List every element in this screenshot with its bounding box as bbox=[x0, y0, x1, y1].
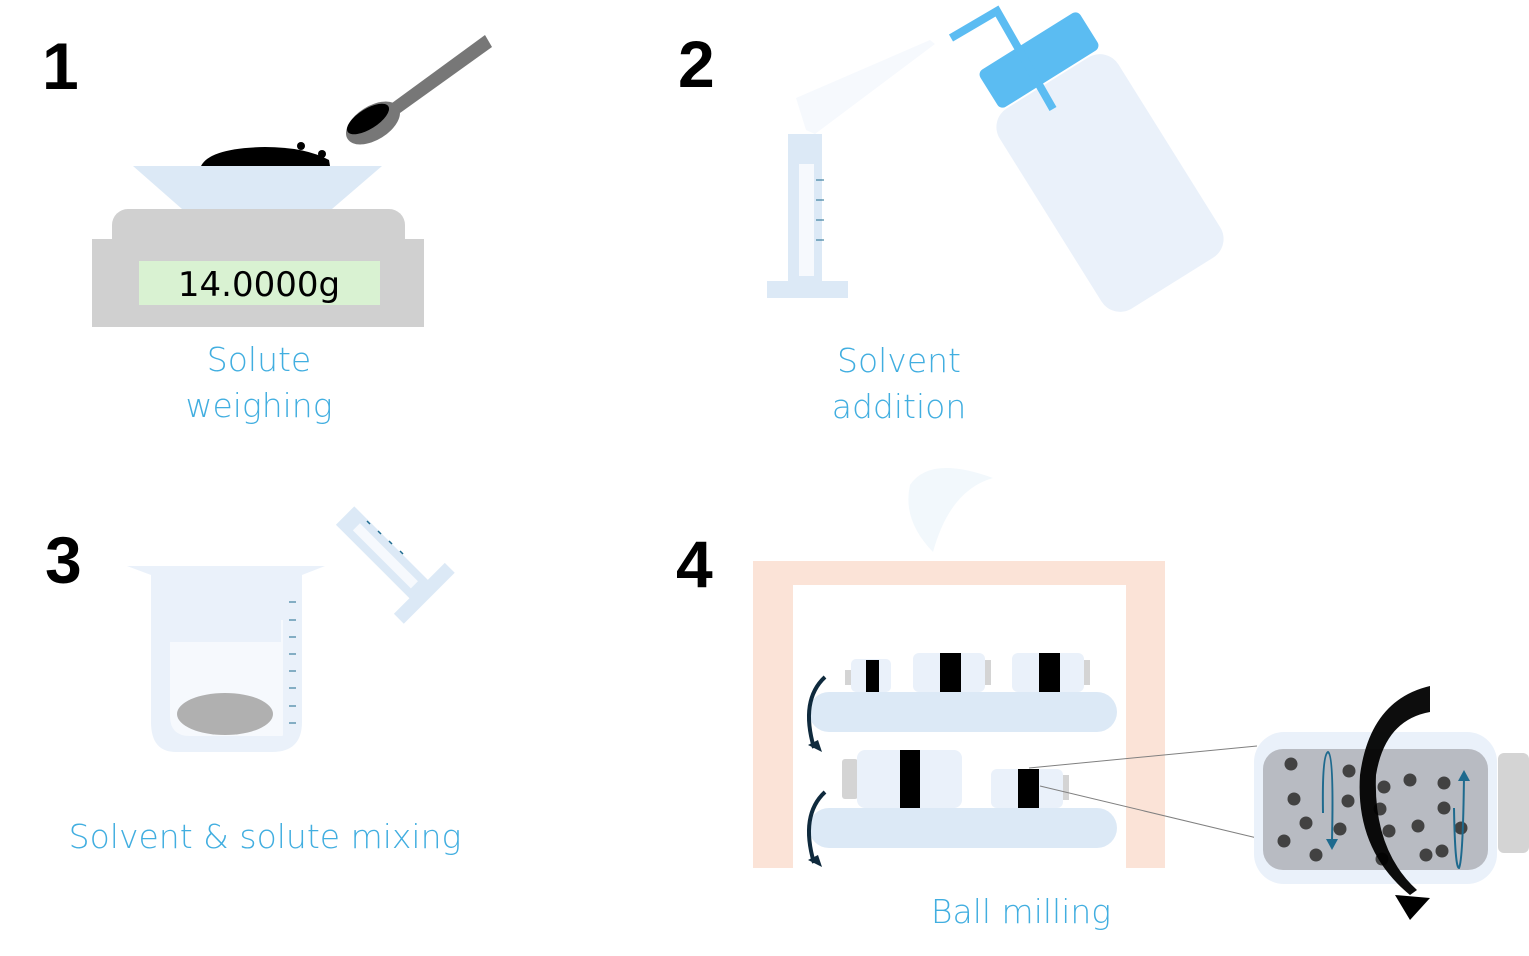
step-2: 2 Solvent addition bbox=[678, 5, 1224, 426]
step-number-4: 4 bbox=[676, 527, 713, 601]
milling-jar-icon bbox=[913, 653, 991, 692]
jar-rotation-arrow-icon bbox=[1359, 686, 1430, 920]
step-number-3: 3 bbox=[45, 523, 82, 597]
milling-ball-icon bbox=[1341, 794, 1355, 808]
milling-ball-icon bbox=[1309, 848, 1323, 862]
milling-ball-icon bbox=[1342, 764, 1356, 778]
rotation-arrow-icon bbox=[807, 790, 827, 867]
milling-ball-icon bbox=[1287, 792, 1301, 806]
milling-ball-icon bbox=[1435, 844, 1449, 858]
milling-ball-icon bbox=[1382, 824, 1396, 838]
milling-ball-icon bbox=[1377, 780, 1391, 794]
milling-ball-icon bbox=[1277, 834, 1291, 848]
milling-ball-icon bbox=[1419, 848, 1433, 862]
step-4: 4 bbox=[676, 468, 1529, 931]
solute-icon bbox=[177, 693, 273, 735]
rotation-arrow-icon bbox=[807, 675, 827, 752]
roller-bottom bbox=[809, 808, 1117, 848]
milling-ball-icon bbox=[1437, 801, 1451, 815]
caption-step-4: Ball milling bbox=[931, 892, 1111, 931]
milling-jar-icon bbox=[845, 659, 891, 692]
step-3: 3 bbox=[45, 506, 462, 856]
spray-icon bbox=[796, 40, 935, 134]
beaker-icon bbox=[127, 566, 325, 752]
caption-step-1-line-2: weighing bbox=[185, 386, 332, 425]
weighing-boat-icon bbox=[133, 166, 382, 209]
graduated-cylinder-icon bbox=[335, 506, 455, 624]
caption-step-2-line-2: addition bbox=[832, 387, 967, 426]
step-number-2: 2 bbox=[678, 27, 715, 101]
milling-jar-icon bbox=[842, 750, 962, 808]
milling-ball-icon bbox=[1454, 821, 1468, 835]
roller-top bbox=[809, 692, 1117, 732]
milling-ball-icon bbox=[1284, 757, 1298, 771]
ball-motion-arrow bbox=[1321, 750, 1338, 850]
ball-motion-arrow bbox=[1453, 770, 1470, 870]
drop-icon bbox=[908, 468, 993, 552]
scale-icon: 14.0000g bbox=[92, 209, 424, 327]
spatula-icon bbox=[346, 35, 492, 145]
callout-line bbox=[1039, 785, 1258, 839]
roller-mill-frame bbox=[753, 561, 1165, 868]
scale-display bbox=[139, 261, 380, 305]
milling-ball-icon bbox=[1437, 776, 1451, 790]
caption-step-2-line-1: Solvent bbox=[837, 341, 961, 380]
milling-jar-icon bbox=[1012, 653, 1090, 692]
callout-line bbox=[1028, 745, 1258, 769]
scale-reading: 14.0000g bbox=[178, 265, 340, 305]
milling-ball-icon bbox=[1411, 819, 1425, 833]
caption-step-3: Solvent & solute mixing bbox=[69, 817, 462, 856]
milling-ball-icon bbox=[1403, 773, 1417, 787]
milling-ball-icon bbox=[1333, 822, 1347, 836]
caption-step-1-line-1: Solute bbox=[207, 340, 311, 379]
milling-jar-icon-highlighted bbox=[991, 769, 1069, 808]
milling-ball-icon bbox=[1299, 816, 1313, 830]
graduated-cylinder-icon bbox=[767, 134, 848, 298]
step-number-1: 1 bbox=[42, 29, 79, 103]
step-1: 1 14.0000g Solute weighing bbox=[42, 29, 492, 425]
wash-bottle-icon bbox=[948, 5, 1224, 312]
powder-icon bbox=[201, 142, 330, 166]
